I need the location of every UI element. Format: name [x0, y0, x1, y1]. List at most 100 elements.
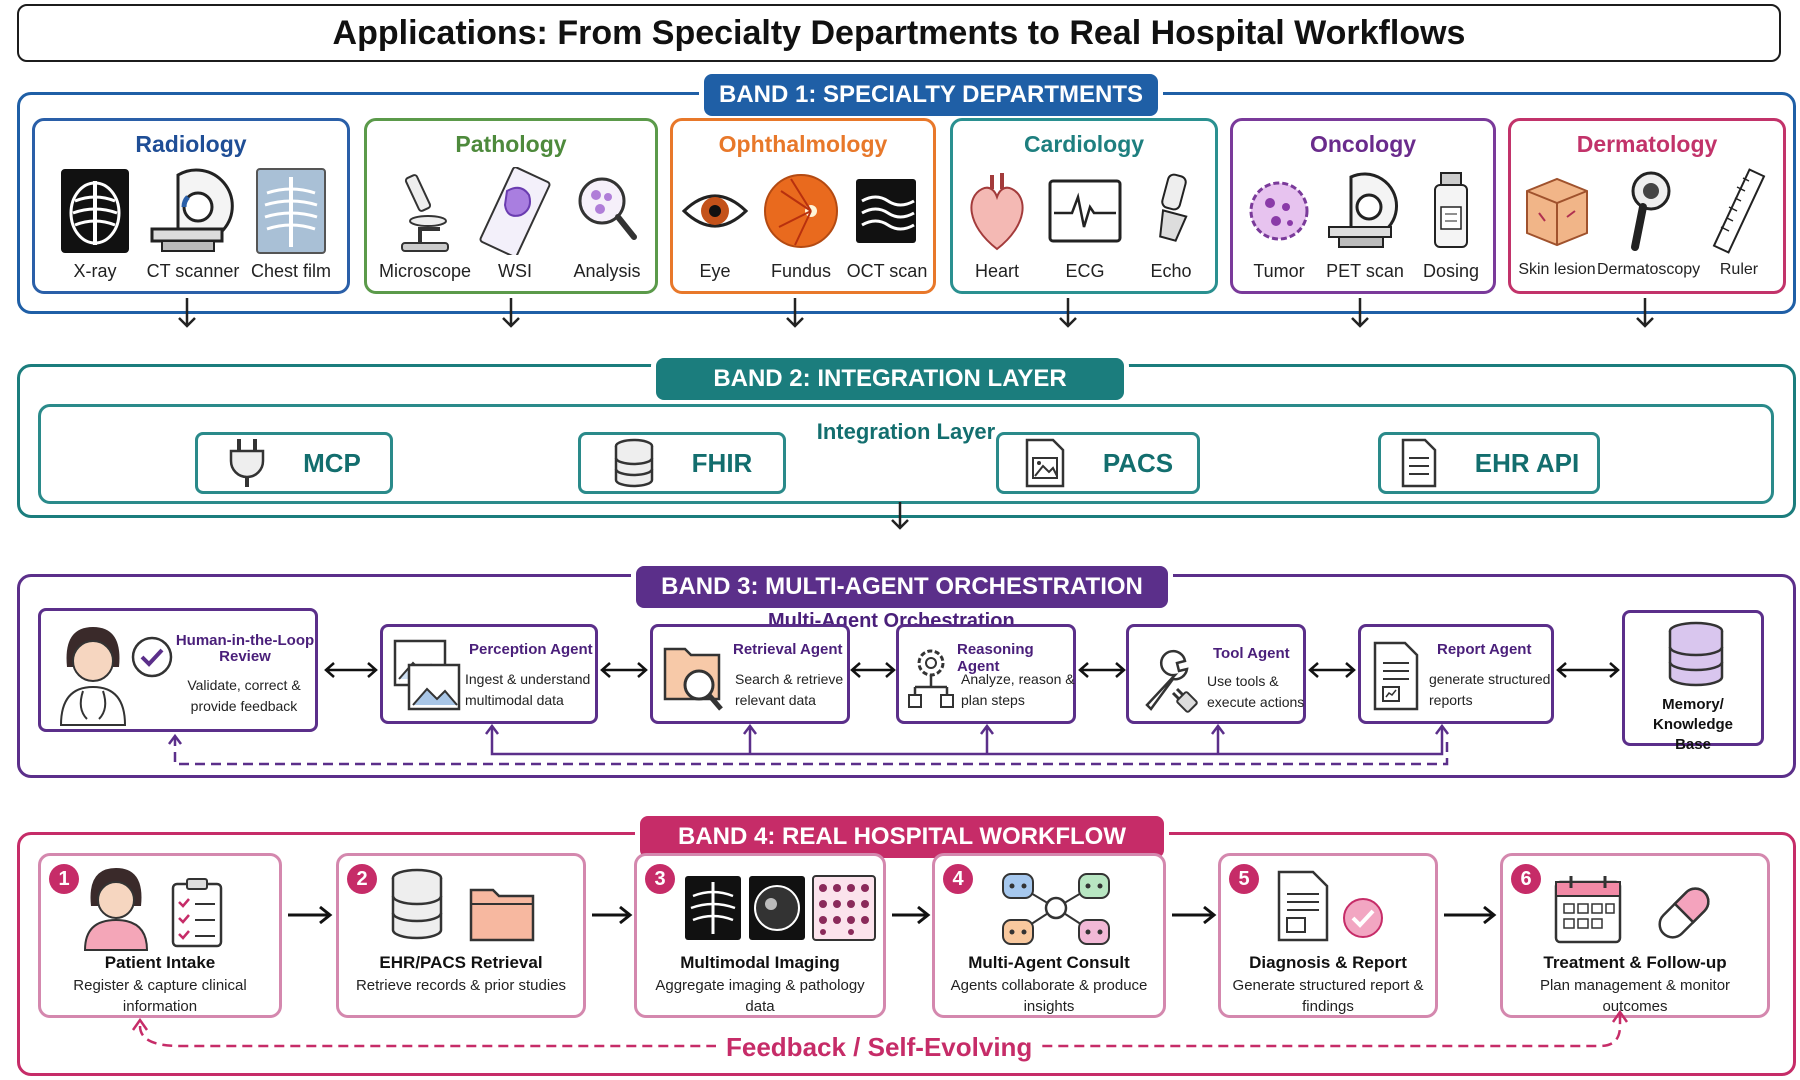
band-4-connectors: [131, 905, 1629, 1048]
agent-desc: generate structured reports: [1429, 671, 1551, 708]
step-desc: Retrieve records & prior studies: [355, 977, 567, 994]
agents-network-icon: [1002, 873, 1110, 945]
dept-item-label: Analysis: [573, 261, 641, 281]
integration-item-label: PACS: [1102, 447, 1174, 478]
workflow-step-3: 3 Multimodal Imaging Aggregate imaging &…: [634, 853, 886, 1018]
dept-item-label: WSI: [498, 261, 532, 281]
check-bubble-icon: [131, 636, 173, 678]
dept-item-dermatoscopy: Dermatoscopy: [1597, 161, 1701, 279]
integration-layer-box: Integration Layer: [38, 404, 1774, 504]
dept-item-label: ECG: [1065, 261, 1105, 281]
folder-search-icon: [663, 647, 723, 711]
agent-title: Retrieval Agent: [733, 641, 843, 658]
eye-icon: [681, 194, 749, 228]
workflow-step-5: 5 Diagnosis & Report Generate structured…: [1218, 853, 1438, 1018]
dept-item-heart: Heart: [947, 161, 1047, 282]
dept-title: Radiology: [135, 131, 247, 157]
dept-item-label: Microscope: [378, 261, 472, 281]
integration-item-label: EHR API: [1474, 447, 1580, 478]
ct-scanner-icon: [150, 168, 234, 252]
dept-item-label: Skin lesion: [1518, 261, 1596, 278]
step-number: 3: [645, 864, 675, 894]
human-review-title: Human-in-the-Loop Review: [175, 632, 315, 665]
step-number: 1: [49, 864, 79, 894]
database-stack-icon: [1668, 621, 1724, 687]
pet-scanner-icon: [1328, 172, 1399, 248]
database-icon: [614, 438, 653, 488]
memory-knowledge-base-box: Memory/ Knowledge Base: [1622, 610, 1764, 753]
band-3-connectors: [168, 662, 1620, 766]
step-number: 4: [943, 864, 973, 894]
agent-title: Report Agent: [1437, 641, 1532, 658]
ruler-icon: [1712, 168, 1766, 254]
dept-item-label: Chest film: [250, 261, 331, 281]
dept-item-eye: Eye: [665, 161, 765, 282]
dept-item-dosing: Dosing: [1401, 161, 1501, 282]
pill-icon: [1658, 887, 1710, 939]
dept-dermatology: Dermatology Skin lesion Dermatoscopy Rul…: [1508, 118, 1786, 294]
dept-item-fundus: Fundus: [751, 161, 851, 282]
dept-item-label: Dermatoscopy: [1597, 261, 1701, 278]
agent-desc: Use tools & execute actions: [1207, 673, 1305, 710]
band-1-arrows: [178, 298, 1654, 328]
dept-item-skin-lesion: Skin lesion: [1507, 161, 1607, 279]
page-title: Applications: From Specialty Departments…: [17, 4, 1781, 62]
dept-title: Dermatology: [1576, 131, 1718, 157]
imaging-montage-icon: [685, 875, 876, 941]
reasoning-agent-box: Reasoning Agent Analyze, reason & plan s…: [896, 624, 1076, 724]
human-review-desc: Validate, correct & provide feedback: [187, 677, 301, 714]
band-1-label: BAND 1: SPECIALTY DEPARTMENTS: [704, 74, 1158, 116]
step-title: Multi-Agent Consult: [968, 953, 1130, 972]
dept-item-label: Tumor: [1253, 261, 1305, 281]
dept-item-analysis: Analysis: [557, 161, 657, 282]
integration-item-ehr-api: EHR API: [1378, 432, 1600, 494]
calendar-icon: [1554, 876, 1622, 944]
workflow-step-6: 6 Treatment & Follow-up Plan management …: [1500, 853, 1770, 1018]
dept-item-label: Heart: [974, 261, 1019, 281]
patient-icon: [83, 868, 149, 951]
integration-item-pacs: PACS: [996, 432, 1200, 494]
oct-scan-icon: [856, 179, 916, 243]
dept-item-label: Dosing: [1422, 261, 1480, 281]
workflow-step-4: 4 Multi-Agent Consult Agents collaborate…: [932, 853, 1166, 1018]
dept-oncology: Oncology Tumor PET scan Dosing: [1230, 118, 1496, 294]
image-file-icon: [1025, 438, 1065, 488]
dept-item-label: Echo: [1150, 261, 1192, 281]
plug-icon: [229, 439, 265, 487]
dept-ophthalmology: Ophthalmology Eye Fundus OCT scan: [670, 118, 936, 294]
integration-item-mcp: MCP: [195, 432, 393, 494]
images-icon: [393, 639, 461, 711]
dept-title: Ophthalmology: [718, 131, 888, 157]
wrench-plug-icon: [1145, 649, 1198, 713]
step-number: 5: [1229, 864, 1259, 894]
agent-title: Tool Agent: [1213, 645, 1290, 662]
band-2-label: BAND 2: INTEGRATION LAYER: [656, 358, 1124, 400]
gear-network-icon: [908, 649, 954, 708]
dept-cardiology: Cardiology Heart ECG Echo: [950, 118, 1218, 294]
workflow-step-2: 2 EHR/PACS Retrieval Retrieve records & …: [336, 853, 586, 1018]
dept-item-label: Fundus: [770, 261, 832, 281]
memory-title: Memory/ Knowledge Base: [1652, 696, 1733, 753]
dept-item-tumor: Tumor: [1229, 161, 1329, 282]
dept-item-microscope: Microscope: [375, 161, 475, 282]
step-desc: Agents collaborate & produce insights: [950, 977, 1148, 1015]
vial-icon: [1434, 172, 1468, 248]
step-title: Treatment & Follow-up: [1543, 953, 1727, 972]
dermatoscope-icon: [1631, 171, 1671, 251]
dept-item-xray: X-ray: [45, 161, 145, 282]
wsi-slide-icon: [479, 167, 551, 255]
dept-item-label: X-ray: [73, 261, 117, 281]
tumor-icon: [1249, 181, 1309, 241]
perception-agent-box: Perception Agent Ingest & understand mul…: [380, 624, 598, 724]
agent-desc: Search & retrieve relevant data: [735, 671, 844, 708]
document-icon: [1401, 438, 1436, 488]
dept-radiology: Radiology X-ray CT scanner Chest film: [32, 118, 350, 294]
dept-item-ecg: ECG: [1035, 161, 1135, 282]
heart-icon: [970, 173, 1024, 251]
skin-lesion-icon: [1526, 177, 1588, 247]
step-desc: Generate structured report & findings: [1232, 977, 1424, 1015]
check-badge-icon: [1343, 898, 1383, 938]
folder-icon: [469, 888, 535, 942]
dept-item-ct-scanner: CT scanner: [143, 161, 243, 282]
dept-item-pet-scan: PET scan: [1315, 161, 1415, 282]
